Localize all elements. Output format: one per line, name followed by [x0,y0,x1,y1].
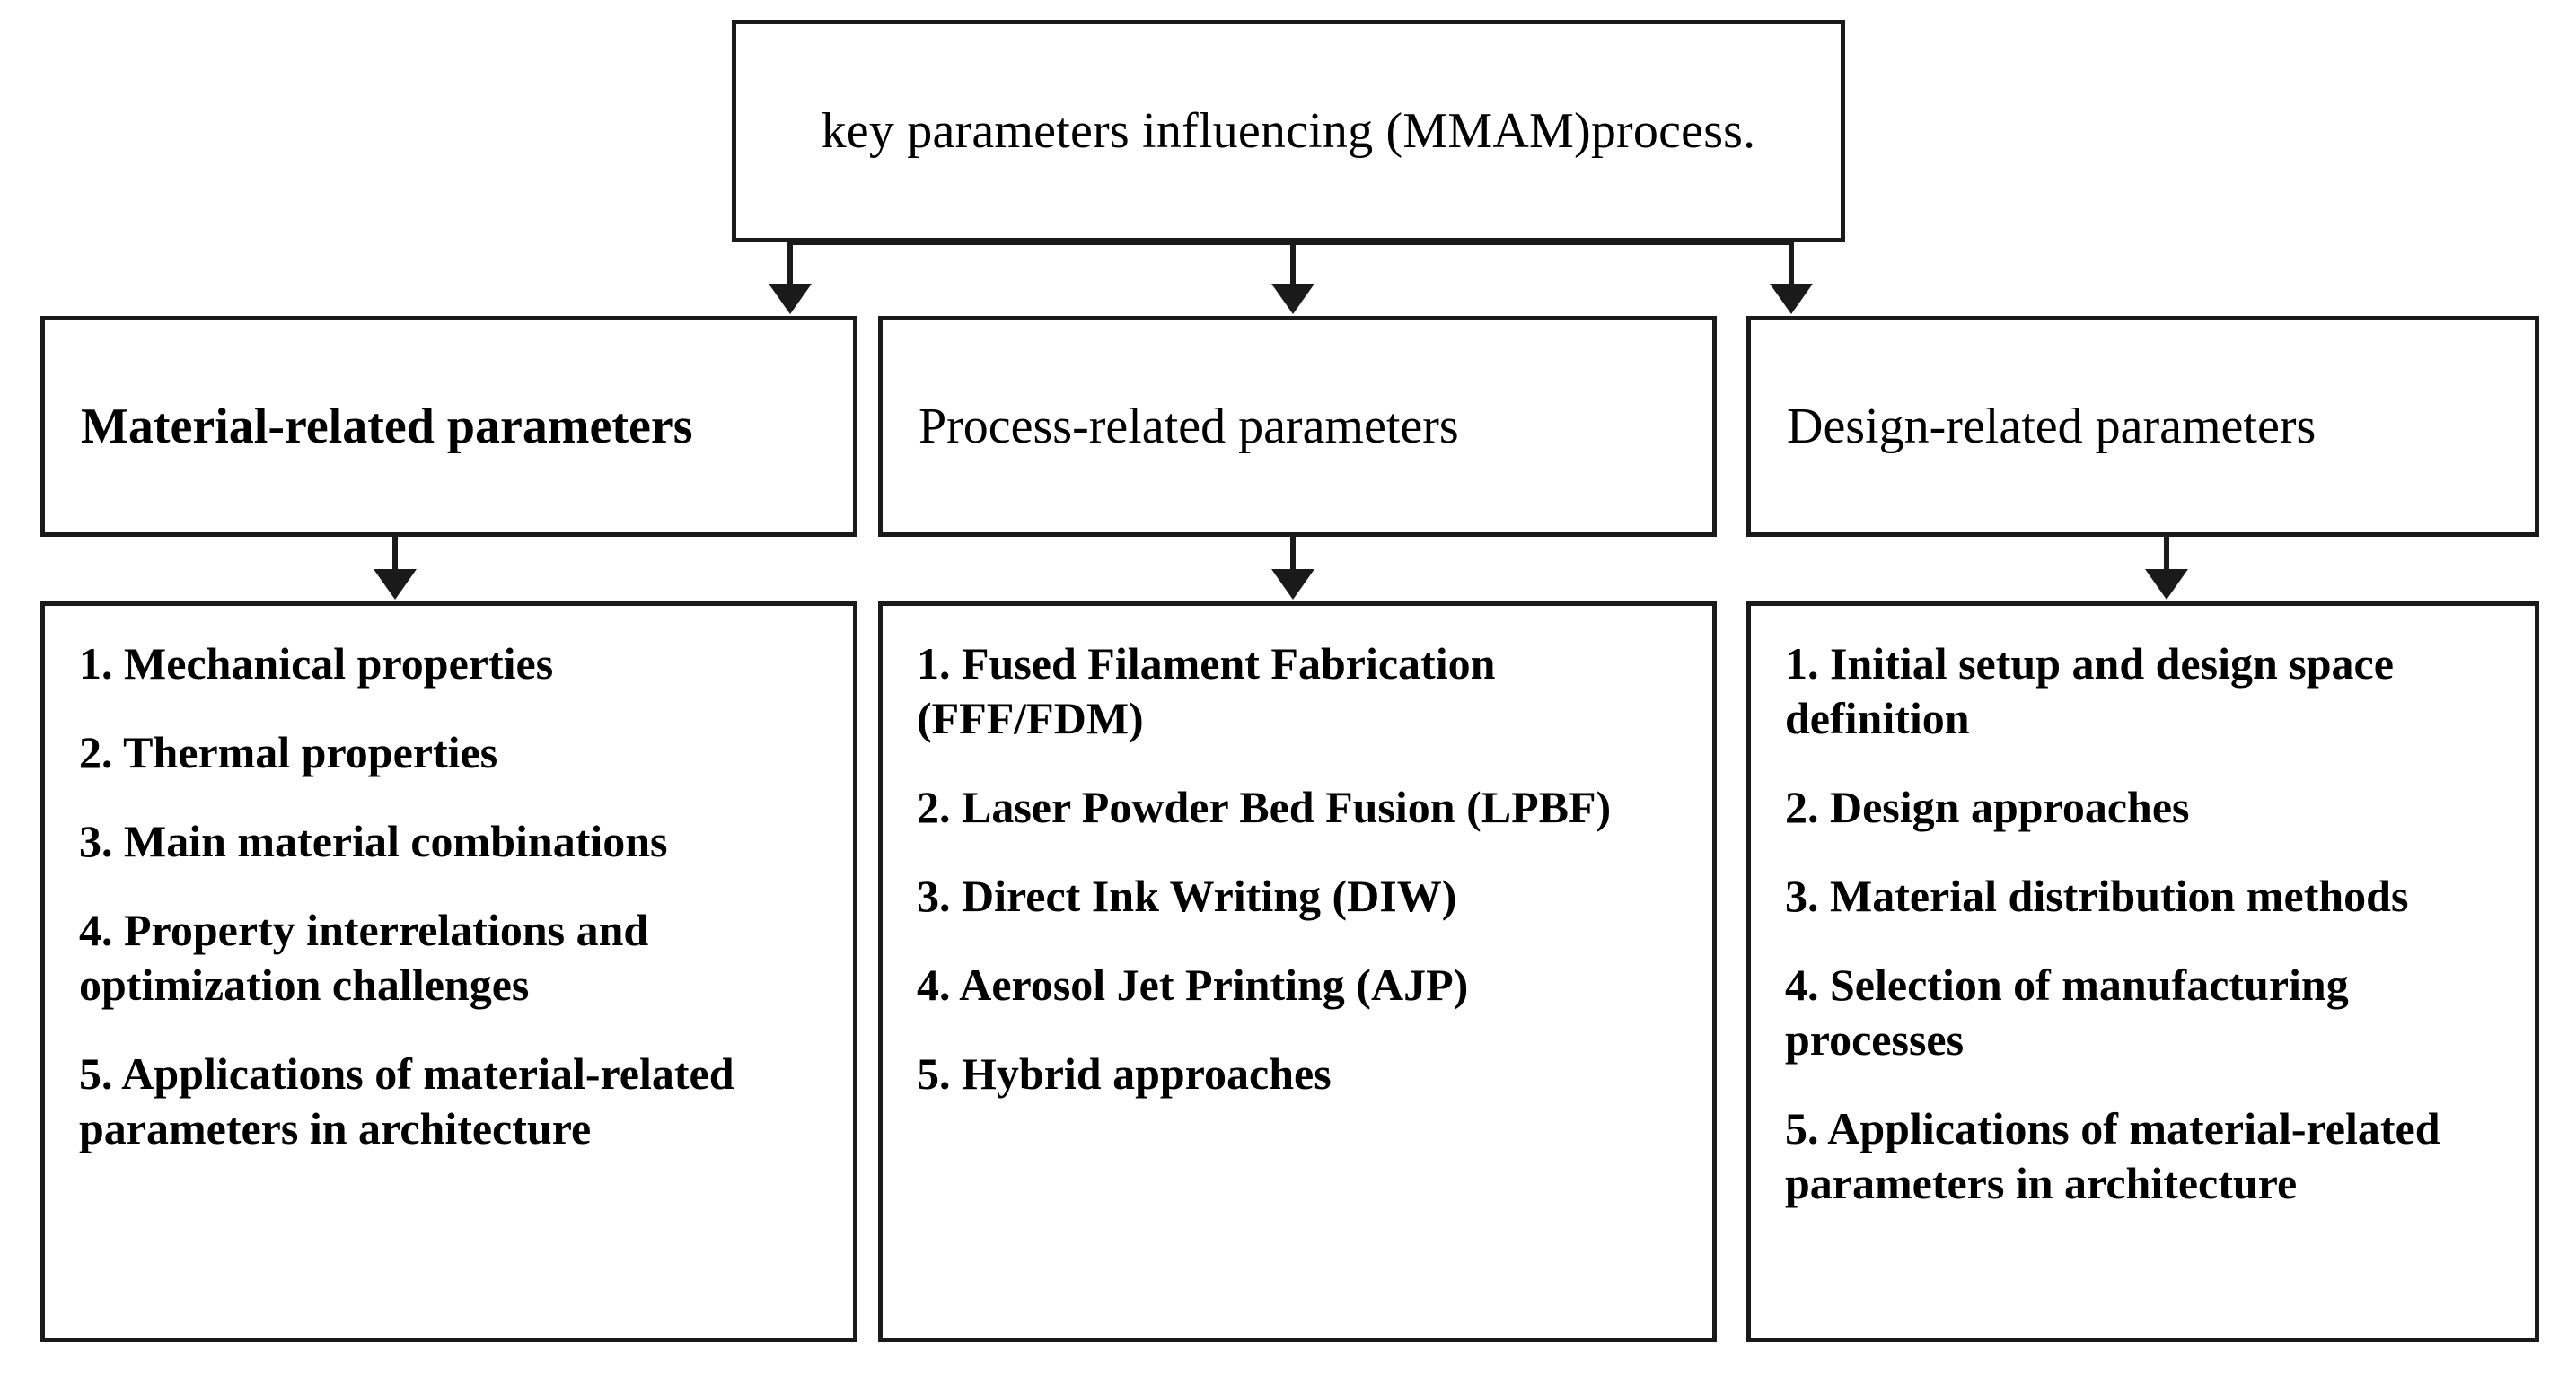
detail-list-design: 1. Initial setup and design space defini… [1785,636,2508,1211]
list-item: 1. Fused Filament Fabrication (FFF/FDM) [917,638,1496,743]
list-item: 3. Material distribution methods [1785,871,2409,921]
category-label-process: Process-related parameters [919,398,1459,454]
category-node-material: Material-related parameters [40,316,857,537]
list-item: 5. Applications of material-related para… [79,1048,734,1153]
root-node-title: key parameters influencing (MMAM)process… [821,102,1756,159]
arrowhead-to-material [769,284,812,314]
category-label-design: Design-related parameters [1787,398,2317,454]
list-item: 2. Thermal properties [79,727,498,777]
arrowhead-process-to-details [1271,569,1314,600]
category-node-design: Design-related parameters [1746,316,2539,537]
list-item: 4. Selection of manufacturing processes [1785,960,2349,1065]
arrowhead-design-to-details [2145,569,2188,600]
connector-line-to-design [1789,240,1794,286]
list-item: 1. Mechanical properties [79,638,554,688]
list-item: 4. Aerosol Jet Printing (AJP) [917,960,1469,1010]
list-item: 5. Hybrid approaches [917,1048,1332,1099]
connector-line-material-to-details [392,535,398,573]
arrowhead-to-design [1770,284,1813,314]
list-item: 2. Design approaches [1785,782,2190,832]
detail-node-process: 1. Fused Filament Fabrication (FFF/FDM) … [878,601,1717,1342]
category-node-process: Process-related parameters [878,316,1717,537]
detail-list-material: 1. Mechanical properties 2. Thermal prop… [79,636,826,1156]
connector-line-design-to-details [2164,535,2169,573]
detail-node-material: 1. Mechanical properties 2. Thermal prop… [40,601,857,1342]
connector-line-to-material [787,240,793,286]
list-item: 5. Applications of material-related para… [1785,1103,2440,1208]
arrowhead-to-process [1271,284,1314,314]
list-item: 2. Laser Powder Bed Fusion (LPBF) [917,782,1612,832]
detail-list-process: 1. Fused Filament Fabrication (FFF/FDM) … [917,636,1685,1101]
list-item: 4. Property interrelations and optimizat… [79,905,649,1010]
list-item: 3. Direct Ink Writing (DIW) [917,871,1457,921]
detail-node-design: 1. Initial setup and design space defini… [1746,601,2539,1342]
root-node-key-parameters: key parameters influencing (MMAM)process… [732,20,1845,242]
connector-line-to-process [1290,240,1296,286]
connector-line-process-to-details [1290,535,1296,573]
arrowhead-material-to-details [374,569,417,600]
list-item: 3. Main material combinations [79,816,668,866]
category-label-material: Material-related parameters [81,398,693,454]
list-item: 1. Initial setup and design space defini… [1785,638,2394,743]
